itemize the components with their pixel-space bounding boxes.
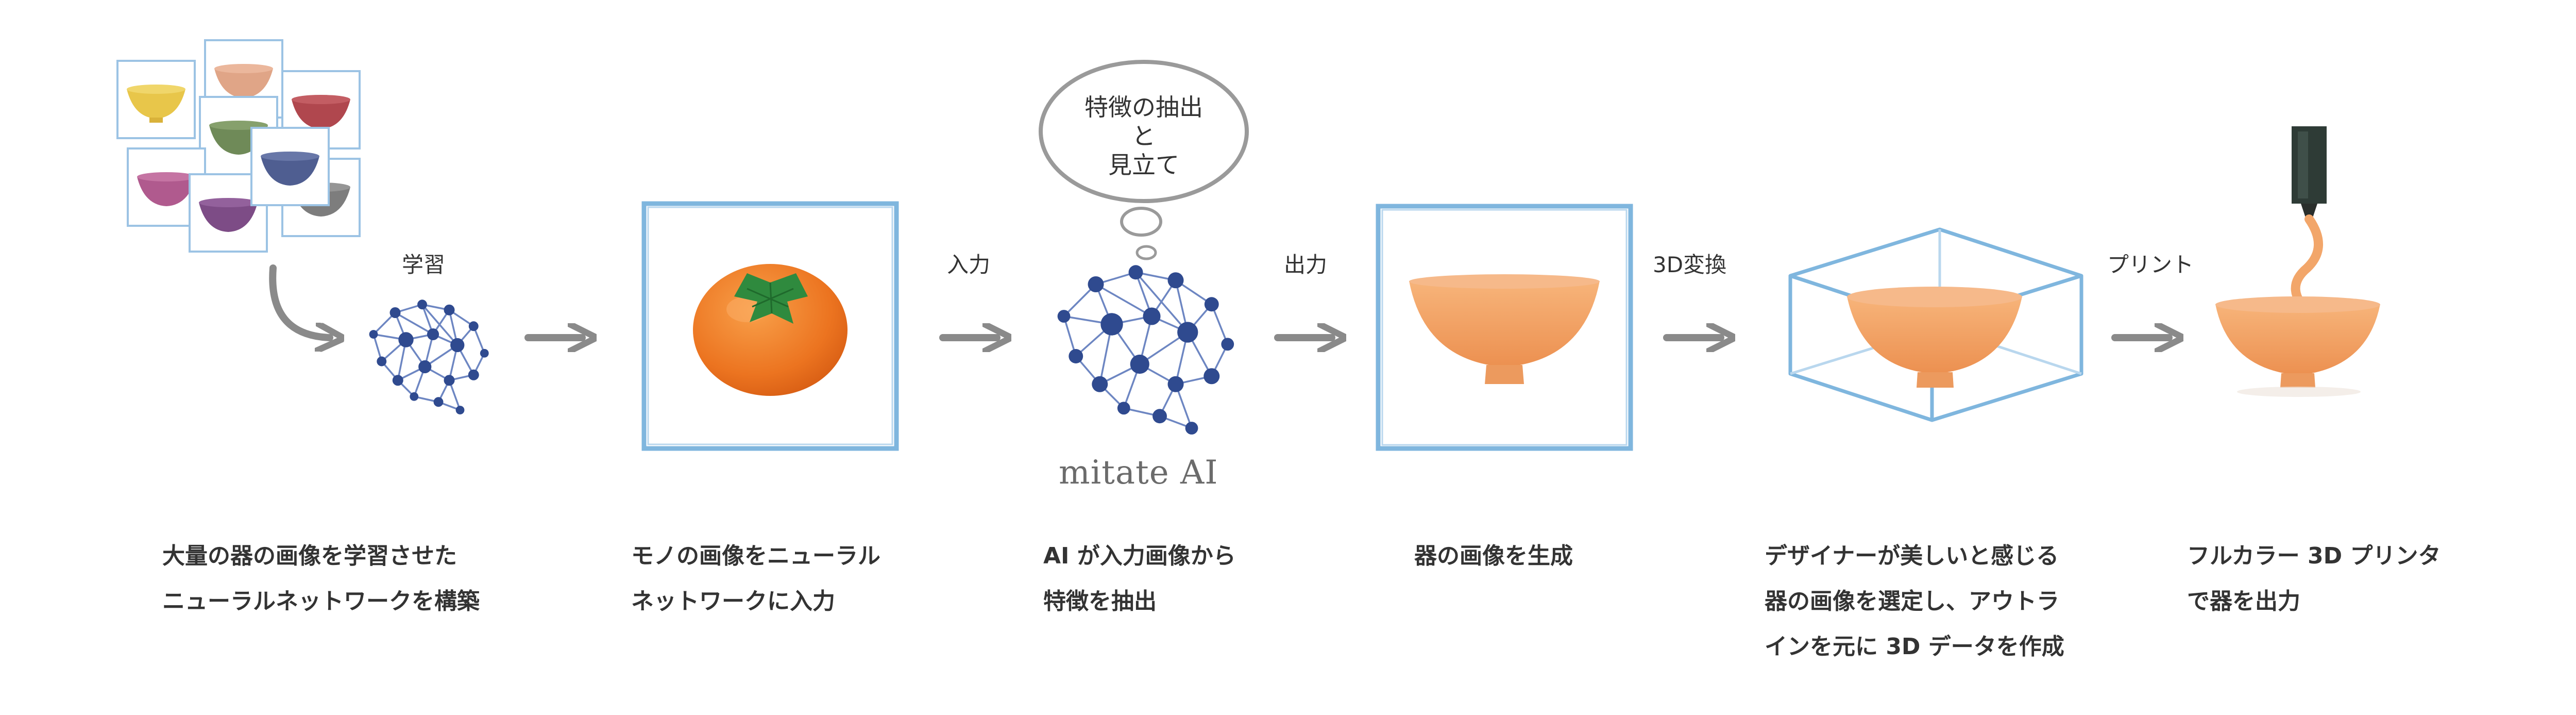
- network-node: [377, 356, 387, 367]
- network-node: [1117, 402, 1130, 415]
- network-node: [369, 330, 378, 339]
- network-node: [1221, 338, 1234, 351]
- network-node: [480, 348, 489, 358]
- brand-logo-text: mitate AI: [1059, 454, 1218, 492]
- label-output: 出力: [1284, 252, 1328, 277]
- persimmon-frame: [641, 201, 899, 451]
- network-node: [1130, 354, 1149, 374]
- network-node: [389, 307, 401, 318]
- bowl-collage-icon: [116, 39, 361, 253]
- bowl-icon: [1409, 274, 1600, 384]
- label-print: プリント: [2107, 252, 2194, 277]
- curved-arrow-icon: [269, 264, 330, 338]
- network-node: [1092, 376, 1108, 392]
- bowl-icon: [1847, 287, 2022, 388]
- caption-step-5: デザイナーが美しいと感じる 器の画像を選定し、アウトラ インを元に 3D データ…: [1765, 543, 2064, 660]
- caption-step-1: 大量の器の画像を学習させた ニューラルネットワークを構築: [162, 543, 480, 614]
- network-node: [468, 321, 479, 331]
- network-node: [398, 332, 414, 347]
- thought-bubble-text: 特徴の抽出 と 見立て: [1084, 93, 1203, 179]
- caption-step-4: 器の画像を生成: [1414, 543, 1573, 569]
- network-node: [450, 338, 465, 353]
- network-node: [427, 328, 439, 341]
- caption-step-3: AI が入力画像から 特徴を抽出: [1043, 543, 1236, 614]
- generated-bowl-frame: [1376, 204, 1633, 451]
- caption-step-6: フルカラー 3D プリンタ で器を出力: [2187, 543, 2441, 614]
- network-node: [1167, 376, 1184, 392]
- network-node: [1153, 409, 1167, 424]
- network-node: [444, 304, 455, 315]
- network-node: [1100, 313, 1123, 336]
- 3d-box-icon: [1788, 227, 2083, 422]
- network-node: [1204, 297, 1219, 312]
- network-node: [1204, 368, 1220, 385]
- network-node: [1185, 422, 1198, 435]
- caption-step-2: モノの画像をニューラル ネットワークに入力: [631, 543, 880, 614]
- network-node: [1167, 272, 1184, 289]
- thought-bubble-icon: [1039, 60, 1249, 260]
- network-node: [1069, 349, 1083, 363]
- network-node: [1057, 310, 1071, 323]
- network-node: [410, 392, 419, 401]
- 3d-printer-icon: [2215, 126, 2380, 397]
- label-input: 入力: [947, 252, 991, 277]
- neural-network-icon: [369, 300, 489, 414]
- persimmon-icon: [693, 264, 848, 396]
- network-node: [417, 300, 427, 310]
- network-node: [418, 360, 432, 374]
- network-node: [444, 375, 455, 386]
- network-node: [1088, 276, 1104, 292]
- network-node: [455, 406, 465, 414]
- label-learn: 学習: [402, 252, 446, 277]
- network-node: [433, 397, 444, 407]
- network-node: [468, 369, 479, 380]
- label-3d-convert: 3D変換: [1653, 252, 1727, 277]
- neural-network-large-icon: [1057, 265, 1234, 435]
- network-node: [1177, 322, 1198, 343]
- network-node: [1143, 307, 1161, 325]
- network-node: [392, 375, 403, 386]
- network-node: [1128, 265, 1143, 280]
